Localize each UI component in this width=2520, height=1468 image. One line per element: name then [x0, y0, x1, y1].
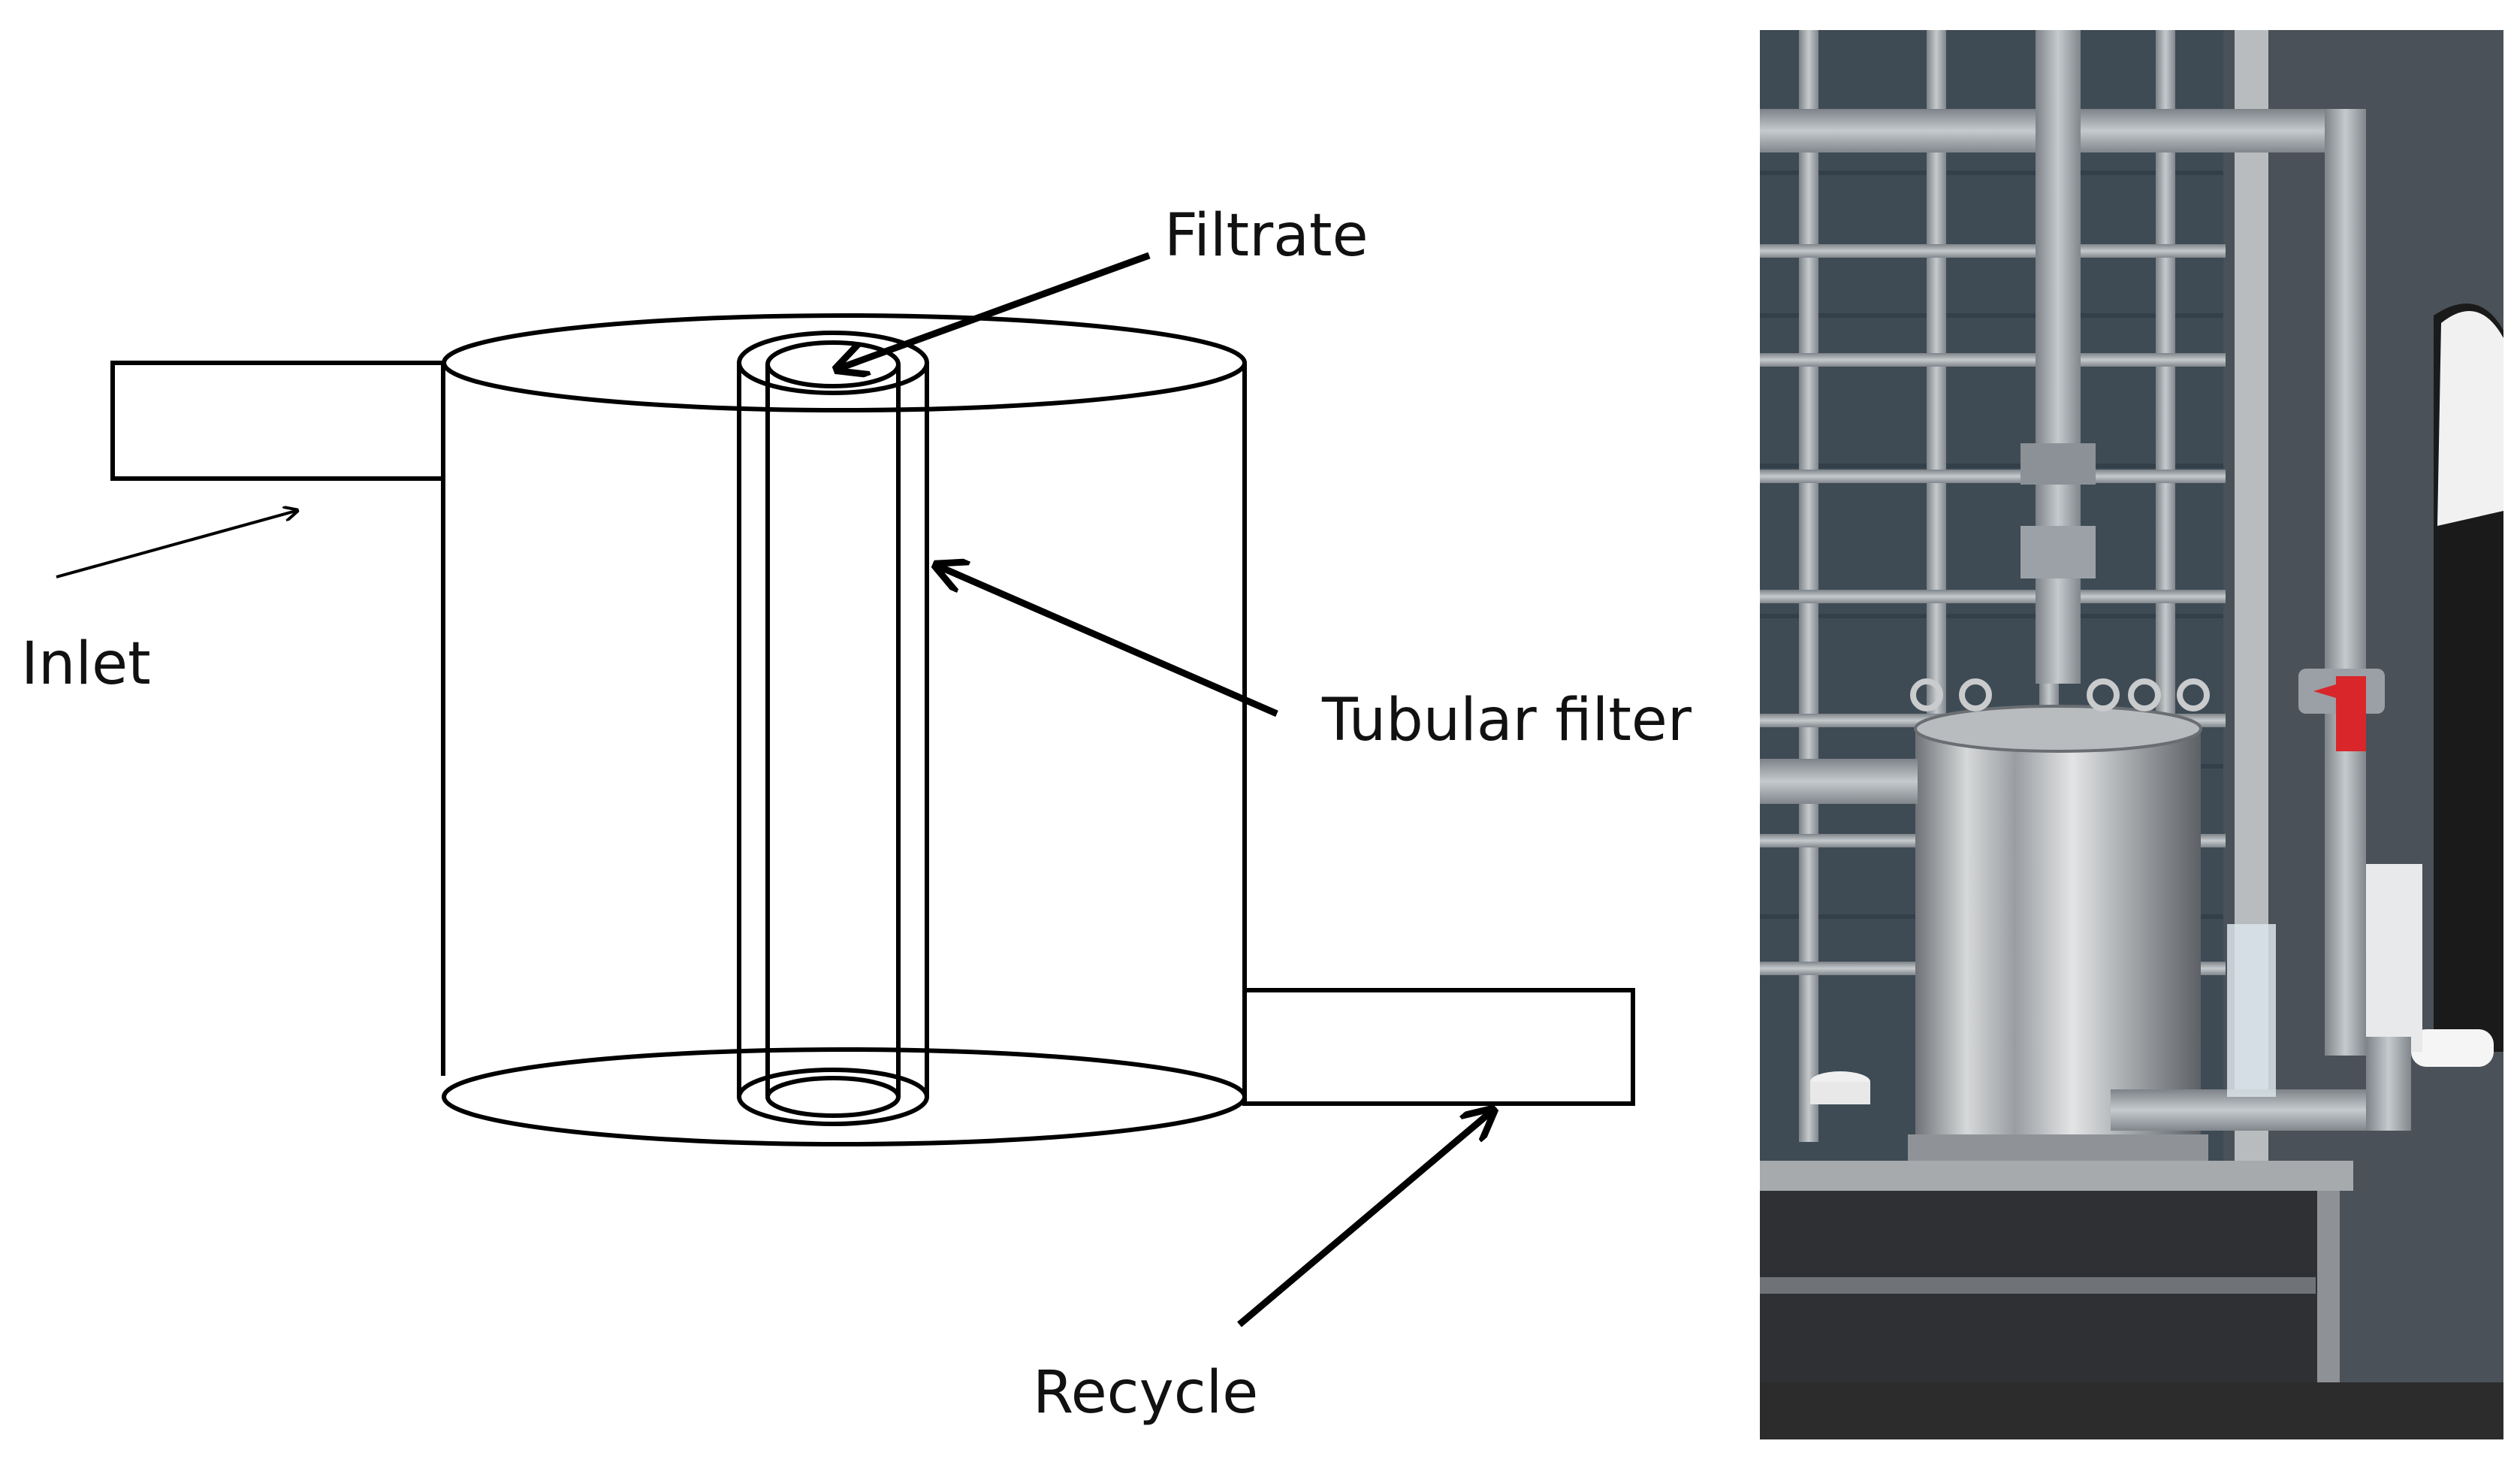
pipe-union [2021, 443, 2096, 485]
filter-top-inner [765, 340, 901, 388]
recycle-pipe [1242, 988, 1635, 1106]
inlet-pipe-photo [1760, 759, 1918, 804]
vessel-flange [1908, 1134, 2208, 1164]
filter-bottom-inner [765, 1076, 901, 1118]
inlet-arrow [56, 511, 296, 578]
steel-vessel [1915, 729, 2201, 1149]
tank-bottom [442, 1047, 1247, 1146]
recycle-label: Recycle [1033, 1359, 1258, 1427]
shoe [2411, 1029, 2494, 1067]
inlet-label: Inlet [21, 630, 151, 698]
water-bottle [2227, 924, 2276, 1097]
person-shirt [2437, 311, 2503, 526]
filter-schematic: Filtrate Inlet Tubular filter Recycle [21, 202, 1692, 1427]
recycle-elbow [2366, 1037, 2411, 1131]
filtrate-arrow [840, 252, 1151, 368]
eye-bolts [1910, 678, 2210, 711]
right-pipe [2325, 109, 2366, 1056]
valve-lever [2336, 676, 2366, 751]
inlet-pipe [110, 361, 445, 481]
tape-roll-body [1810, 1082, 1870, 1104]
recycle-arrow [1237, 1112, 1491, 1328]
filtrate-label: Filtrate [1164, 202, 1369, 270]
table-top [1760, 1161, 2353, 1191]
filtrate-pipe [2036, 30, 2081, 684]
vessel-lid [1914, 705, 2202, 753]
ground [1760, 1382, 2503, 1439]
table-rail [1760, 1277, 2316, 1294]
tank-top [442, 313, 1247, 412]
tubular-filter [737, 331, 929, 1126]
pipe-fitting [2021, 526, 2096, 578]
tubular-filter-arrow [939, 566, 1278, 717]
tubular-filter-label: Tubular filter [1321, 687, 1692, 754]
equipment-photo [1760, 30, 2503, 1439]
